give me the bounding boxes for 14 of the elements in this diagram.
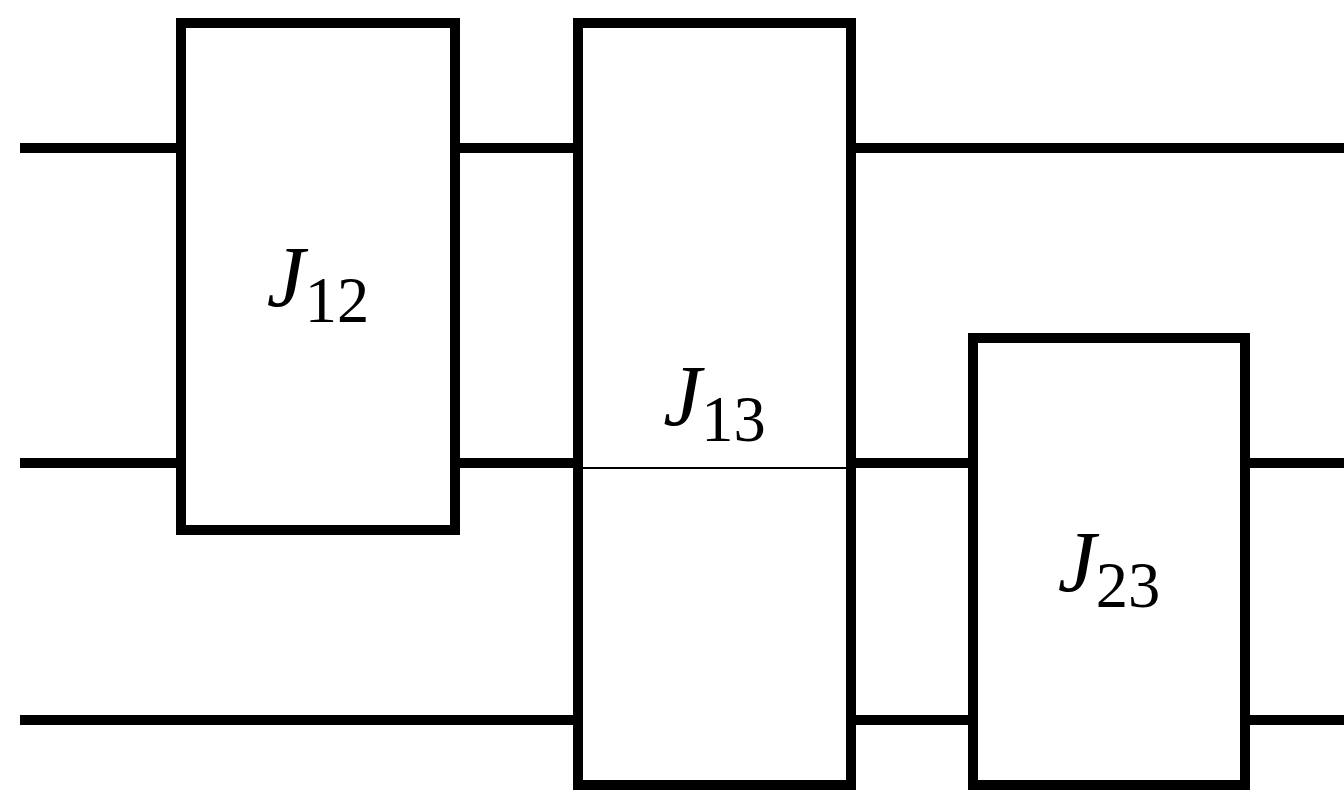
- wire-line: [20, 143, 176, 153]
- wire-line: [856, 458, 968, 468]
- gate-label: J$_{12}$: [266, 233, 370, 320]
- gate-box: [176, 18, 460, 535]
- wire-line: [20, 458, 176, 468]
- gate-box: [573, 18, 856, 790]
- wire-line: [1250, 458, 1344, 468]
- wire-line: [856, 715, 968, 725]
- wire-line: [460, 143, 573, 153]
- gate-box: [968, 333, 1250, 790]
- wire-line: [856, 143, 1344, 153]
- wire-line: [1250, 715, 1344, 725]
- wire-line: [20, 715, 573, 725]
- wire-line: [460, 458, 573, 468]
